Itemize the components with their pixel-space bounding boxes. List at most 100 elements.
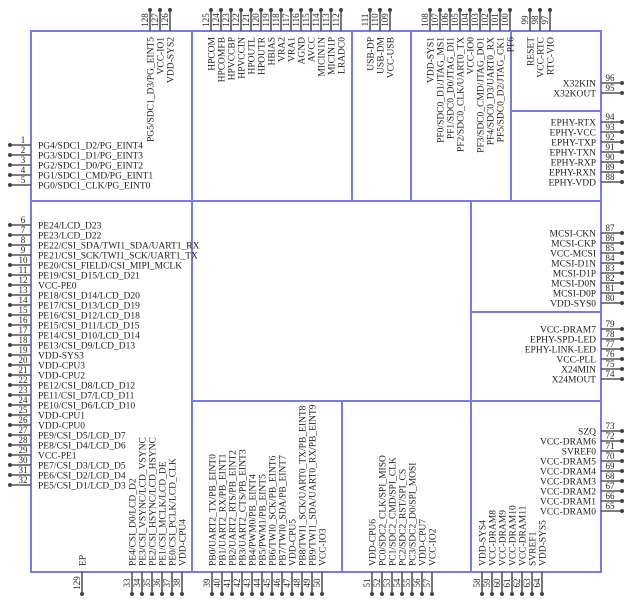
pin-label: VDD-SYS0 bbox=[550, 300, 596, 310]
pin-terminal bbox=[8, 413, 12, 417]
pin-label: PE10/CSI_D6/LCD_D10 bbox=[38, 402, 135, 412]
pin-number: 33 bbox=[122, 578, 132, 588]
pin-label: PG0/SDC1_CLK/PG_EINT0 bbox=[38, 182, 151, 192]
pin-number: 80 bbox=[606, 293, 616, 303]
pin-terminal bbox=[620, 140, 624, 144]
pin-label: HPCOMFB bbox=[218, 37, 228, 82]
pin-label: X24MIN bbox=[561, 366, 596, 376]
pin-number: 81 bbox=[606, 283, 615, 293]
pin-terminal bbox=[8, 313, 12, 317]
pin-number: 8 bbox=[21, 235, 26, 245]
pin-label: VDD-SYS3 bbox=[38, 352, 84, 362]
pin-terminal bbox=[400, 592, 404, 596]
pin-label: MCSI-CKN bbox=[550, 230, 597, 240]
pin-label: VCC-DRAM4 bbox=[540, 468, 596, 478]
pin-label: EPHY-RTX bbox=[551, 119, 596, 129]
pin-terminal bbox=[620, 150, 624, 154]
pin-label: VCC-DRAM11 bbox=[519, 505, 529, 566]
pin-terminal bbox=[209, 8, 213, 12]
pin-number: 40 bbox=[212, 578, 222, 588]
pin-label: EPHY-RXP bbox=[551, 159, 596, 169]
pin-label: EPHY-RXN bbox=[549, 169, 596, 179]
pin-terminal bbox=[250, 592, 254, 596]
pin-terminal bbox=[538, 8, 542, 12]
pin-terminal bbox=[8, 373, 12, 377]
pin-terminal bbox=[620, 160, 624, 164]
pin-number: 7 bbox=[21, 225, 26, 235]
pin-terminal bbox=[279, 8, 283, 12]
pin-number: 108 bbox=[420, 13, 430, 27]
pin-number: 74 bbox=[606, 369, 616, 379]
pin-terminal bbox=[620, 301, 624, 305]
pin-label: PC3/SDC2_D0/SPI_MOSI bbox=[409, 463, 419, 566]
pin-label: VCC-RTC bbox=[537, 37, 547, 78]
pin-label: VCC-DRAM2 bbox=[540, 488, 596, 498]
pin-label: VCC-DRAM6 bbox=[540, 438, 596, 448]
pin-number: 28 bbox=[19, 435, 29, 445]
pin-number: 113 bbox=[321, 13, 331, 27]
pin-terminal bbox=[8, 383, 12, 387]
pin-terminal bbox=[170, 592, 174, 596]
pin-label: SVREF0 bbox=[562, 448, 597, 458]
pin-terminal bbox=[240, 592, 244, 596]
pin-number: 121 bbox=[241, 13, 251, 27]
pin-terminal bbox=[130, 592, 134, 596]
pin-terminal bbox=[620, 231, 624, 235]
pin-label: EPHY-VDD bbox=[549, 179, 597, 189]
pin-terminal bbox=[210, 592, 214, 596]
pin-terminal bbox=[620, 251, 624, 255]
pin-terminal bbox=[140, 592, 144, 596]
pin-number: 129 bbox=[72, 576, 82, 590]
pin-label: VDD-CPU4 bbox=[179, 519, 189, 566]
pin-label: HPOUTL bbox=[248, 37, 258, 75]
pin-terminal bbox=[8, 453, 12, 457]
pin-number: 26 bbox=[19, 415, 29, 425]
pin-terminal bbox=[458, 8, 462, 12]
pin-terminal bbox=[8, 283, 12, 287]
pin-number: 52 bbox=[372, 579, 382, 588]
pin-terminal bbox=[8, 463, 12, 467]
pin-terminal bbox=[310, 592, 314, 596]
pin-label: PB7/TWI0_SDA/PB_EINT7 bbox=[279, 455, 289, 566]
pin-terminal bbox=[219, 8, 223, 12]
pin-label: HBIAS bbox=[268, 37, 278, 66]
pin-label: VDD-SYS1 bbox=[427, 37, 437, 83]
pin-number: 47 bbox=[282, 578, 292, 588]
pin-number: 6 bbox=[21, 215, 26, 225]
pin-number: 101 bbox=[490, 13, 500, 27]
pin-number: 29 bbox=[19, 445, 29, 455]
pin-label: PE2/CSI_HSYNC/LCD_HSYNC bbox=[149, 437, 159, 566]
pin-number: 105 bbox=[450, 13, 460, 27]
pin-label: VCC-IO0 bbox=[467, 37, 477, 75]
pin-label: PE20/CSI_FIELD/CSI_MIPI_MCLK bbox=[38, 262, 182, 272]
pin-label: PF1/SDC0_D0/JTAG_DI1 bbox=[447, 37, 457, 139]
pin-number: 85 bbox=[606, 243, 616, 253]
pin-terminal bbox=[8, 343, 12, 347]
pin-terminal bbox=[620, 429, 624, 433]
pin-label: PB6/TWI0_SCK/PB_EINT6 bbox=[269, 455, 279, 566]
pin-label: PE13/CSI_D9/LCD_D13 bbox=[38, 342, 135, 352]
pin-terminal bbox=[430, 592, 434, 596]
pin-label: PF3/SDC0_CMD/JTAG_DO1 bbox=[477, 37, 487, 153]
pin-terminal bbox=[8, 143, 12, 147]
pin-number: 128 bbox=[140, 13, 150, 27]
pin-terminal bbox=[160, 592, 164, 596]
pin-terminal bbox=[620, 377, 624, 381]
pin-label: PE16/CSI_D12/LCD_D18 bbox=[38, 312, 140, 322]
pin-number: 65 bbox=[606, 501, 616, 511]
pin-terminal bbox=[620, 337, 624, 341]
pin-number: 122 bbox=[231, 13, 241, 27]
pin-label: LRADC0 bbox=[338, 37, 348, 74]
pin-number: 57 bbox=[422, 578, 432, 588]
pin-terminal bbox=[620, 120, 624, 124]
pin-label: EPHY-TXN bbox=[550, 149, 597, 159]
pin-number: 72 bbox=[606, 431, 615, 441]
pin-label: VDD-SYS4 bbox=[479, 520, 489, 566]
pin-number: 77 bbox=[606, 339, 616, 349]
pin-number: 119 bbox=[261, 13, 271, 27]
pin-number: 45 bbox=[262, 578, 272, 588]
pin-label: HPVCCBP bbox=[228, 37, 238, 80]
pin-number: 124 bbox=[211, 13, 221, 27]
pin-number: 58 bbox=[472, 578, 482, 588]
